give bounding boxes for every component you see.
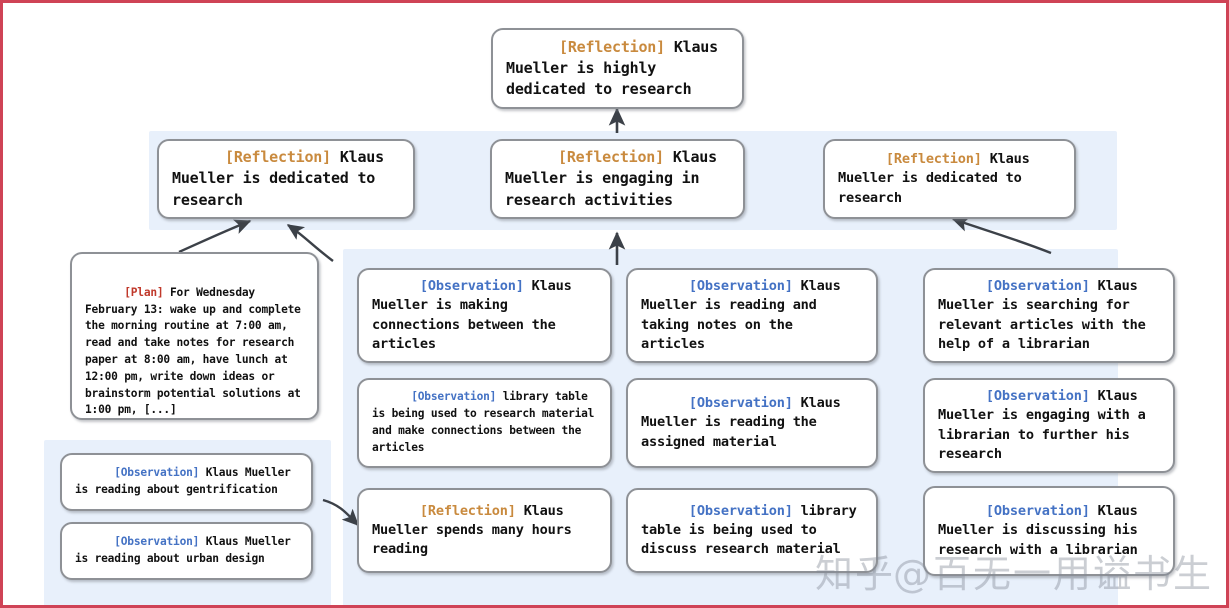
observation-text: Klaus Mueller is reading about gentrific… xyxy=(75,466,298,496)
observation-text: Klaus Mueller is reading about urban des… xyxy=(75,535,298,565)
observation-text: Klaus Mueller is reading and taking note… xyxy=(641,277,849,352)
column-two-node-1[interactable]: [Observation] Klaus Mueller is reading a… xyxy=(626,268,878,363)
observation-tag: [Observation] xyxy=(114,466,200,480)
root-reflection-node[interactable]: [Reflection] Klaus Mueller is highly ded… xyxy=(491,28,744,109)
reflection-tag: [Reflection] xyxy=(885,151,982,168)
reflection-tag: [Reflection] xyxy=(559,37,665,56)
reflection-tag: [Reflection] xyxy=(225,148,331,167)
column-three-node-2[interactable]: [Observation] Klaus Mueller is engaging … xyxy=(923,378,1175,473)
observation-text: Klaus Mueller is reading the assigned ma… xyxy=(641,395,849,450)
column-one-node-2[interactable]: [Observation] library table is being use… xyxy=(357,378,612,468)
observation-tag: [Observation] xyxy=(985,387,1090,404)
left-observation-node-1[interactable]: [Observation] Klaus Mueller is reading a… xyxy=(60,453,313,511)
watermark-handle: @百无一用谥书生 xyxy=(893,552,1214,596)
observation-text: library table is being used to research … xyxy=(372,390,601,454)
reflection-text: Klaus Mueller is engaging in research ac… xyxy=(505,148,726,209)
watermark-zhihu: 知乎 xyxy=(815,552,896,596)
observation-text: Klaus Mueller is discussing his research… xyxy=(938,503,1146,558)
observation-tag: [Observation] xyxy=(985,503,1090,520)
root-reflection-text: Klaus Mueller is highly dedicated to res… xyxy=(506,37,727,99)
observation-tag: [Observation] xyxy=(985,277,1090,294)
column-three-node-1[interactable]: [Observation] Klaus Mueller is searching… xyxy=(923,268,1175,363)
observation-text: Klaus Mueller is searching for relevant … xyxy=(938,277,1154,352)
observation-text: Klaus Mueller is engaging with a librari… xyxy=(938,387,1154,462)
reflection-text: Klaus Mueller is dedicated to research xyxy=(172,148,393,209)
reflection-text: Klaus Mueller is dedicated to research xyxy=(838,151,1038,206)
observation-tag: [Observation] xyxy=(114,535,200,549)
reflection-node-1[interactable]: [Reflection] Klaus Mueller is dedicated … xyxy=(157,139,415,219)
reflection-text: Klaus Mueller spends many hours reading xyxy=(372,502,580,558)
observation-tag: [Observation] xyxy=(419,277,524,294)
plan-text: For Wednesday February 13: wake up and c… xyxy=(85,285,308,417)
reflection-tag: [Reflection] xyxy=(419,502,516,519)
observation-tag: [Observation] xyxy=(688,395,793,412)
reflection-tag: [Reflection] xyxy=(558,148,664,167)
reflection-node-2[interactable]: [Reflection] Klaus Mueller is engaging i… xyxy=(490,139,745,219)
column-two-node-2[interactable]: [Observation] Klaus Mueller is reading t… xyxy=(626,378,878,468)
observation-text: Klaus Mueller is making connections betw… xyxy=(372,277,580,352)
column-one-node-3[interactable]: [Reflection] Klaus Mueller spends many h… xyxy=(357,488,612,573)
reflection-node-3[interactable]: [Reflection] Klaus Mueller is dedicated … xyxy=(823,139,1076,219)
plan-tag: [Plan] xyxy=(124,285,164,299)
plan-node[interactable]: [Plan] For Wednesday February 13: wake u… xyxy=(70,252,319,420)
left-observation-node-2[interactable]: [Observation] Klaus Mueller is reading a… xyxy=(60,522,313,580)
observation-tag: [Observation] xyxy=(688,277,793,294)
column-one-node-1[interactable]: [Observation] Klaus Mueller is making co… xyxy=(357,268,612,363)
observation-tag: [Observation] xyxy=(411,390,497,404)
column-three-node-3[interactable]: [Observation] Klaus Mueller is discussin… xyxy=(923,486,1175,576)
observation-tag: [Observation] xyxy=(688,502,793,519)
column-two-node-3[interactable]: [Observation] library table is being use… xyxy=(626,488,878,573)
observation-text: library table is being used to discuss r… xyxy=(641,502,865,558)
